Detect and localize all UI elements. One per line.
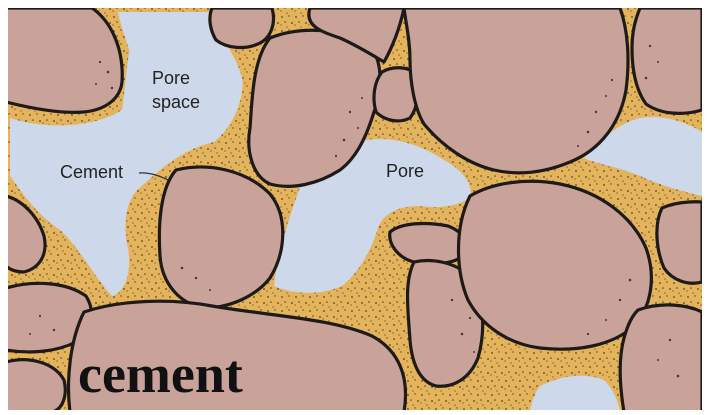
grain-bottom-right (620, 305, 702, 412)
pore-space-label-line2: space (152, 92, 200, 112)
pore-label: Pore (386, 161, 424, 181)
pore-space-label-line1: Pore (152, 68, 190, 88)
grain-far-top-right (632, 8, 702, 113)
grain-top-small (210, 8, 274, 47)
grain-top-left (6, 8, 122, 112)
grain-small-elongated (390, 224, 467, 264)
cement-label: Cement (60, 162, 123, 182)
caption-cement: cement (78, 344, 243, 404)
